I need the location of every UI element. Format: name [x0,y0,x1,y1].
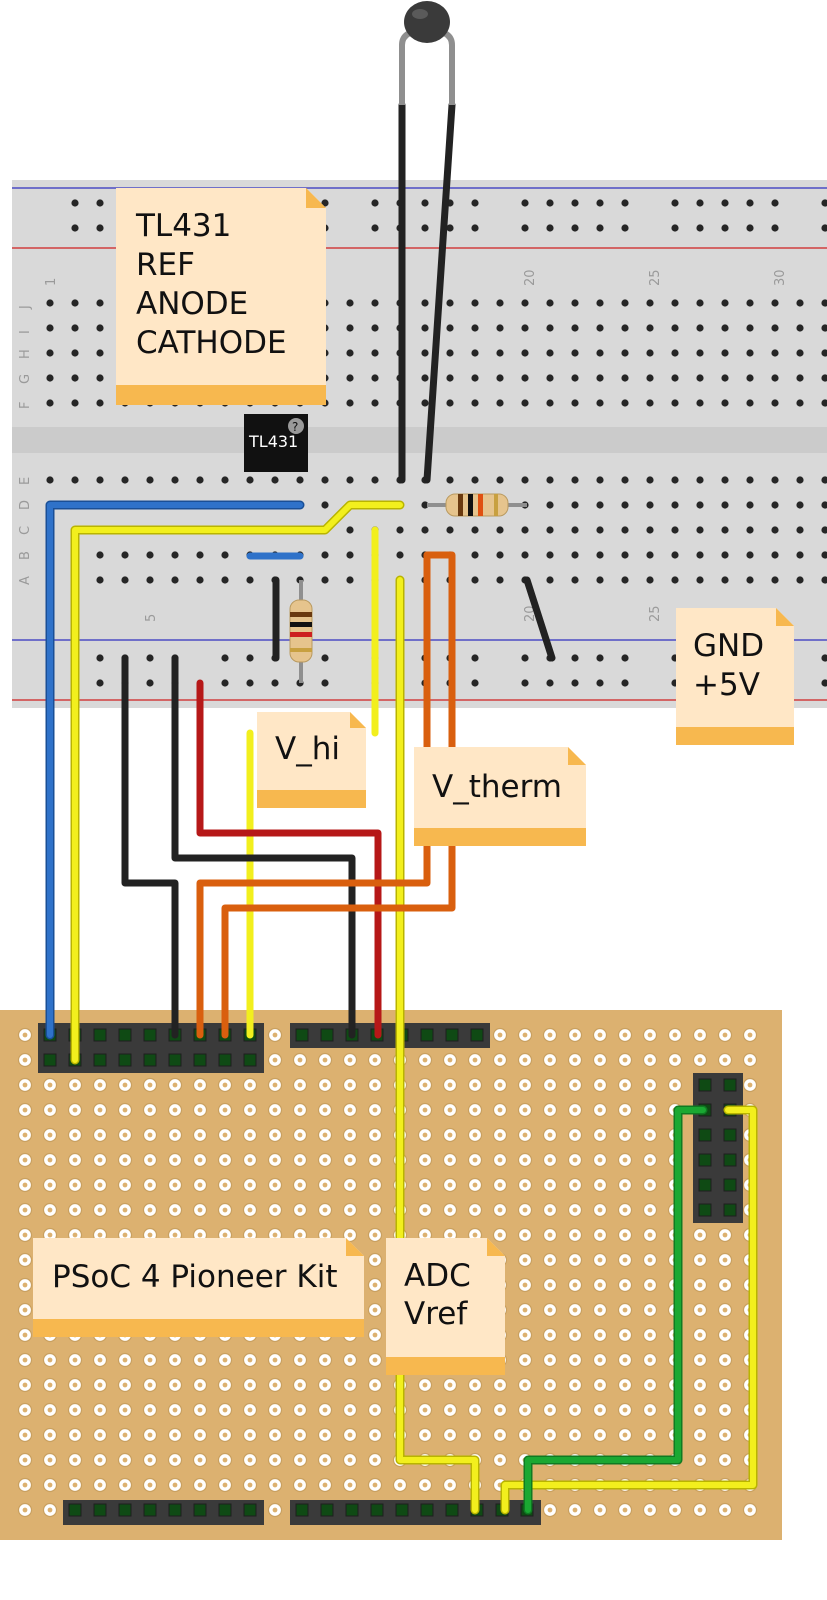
wire-orange-vtherm-1 [196,551,431,1039]
help-icon [288,418,304,434]
wire-black-gnd-2 [171,654,356,1039]
note-adc: ADC Vref [386,1238,505,1375]
row-letter-e: E [18,477,33,485]
thermistor-bead [404,1,450,43]
note-pinout-line-1: TL431 [135,208,231,244]
note-vhi-text: V_hi [275,731,340,767]
note-power-line-1: GND [693,628,764,664]
row-letter-g: G [18,374,33,384]
note-vhi: V_hi [257,712,366,808]
row-letter-a: A [18,576,33,585]
wire-yellow-vref-core [502,1107,756,1513]
row-letter-j: J [18,305,33,310]
row-letter-d: D [18,500,33,510]
note-vtherm-text: V_therm [432,769,562,805]
wire-orange-vtherm-2 [221,551,456,1039]
thermistor [399,1,455,105]
row-letter-f: F [18,402,33,409]
tl431-chip: TL431 ? [244,414,308,472]
row-letter-h: H [18,349,33,359]
column-number-20-top: 20 [523,269,538,286]
thermistor-lead-right [423,101,456,484]
header-bottom-left [63,1500,264,1525]
note-kit: PSoC 4 Pioneer Kit [33,1238,364,1337]
column-number-1: 1 [44,278,59,286]
column-number-25-top: 25 [648,269,663,286]
note-power-line-2: +5V [693,667,760,703]
column-number-30-top: 30 [773,269,788,286]
note-adc-line-1: ADC [404,1258,471,1294]
note-pinout-line-4: CATHODE [136,325,287,361]
wire-yellow-ref-core [72,502,403,1063]
wire-red-5v [196,679,382,1039]
wire-blue-cathode-core [47,502,303,1038]
wires [45,101,758,1515]
wire-yellow-adc-core [397,577,478,1513]
column-number-25-bottom: 25 [648,605,663,622]
row-letter-c: C [18,526,33,535]
note-pinout-line-2: REF [136,247,195,283]
row-letter-i: I [18,330,33,334]
breadboard-center-channel [12,427,827,453]
resistor-horizontal [427,493,527,517]
note-adc-line-2: Vref [404,1296,468,1332]
note-pinout: TL431 REF ANODE CATHODE [116,188,326,405]
tl431-label: TL431 [248,432,298,451]
resistor-vertical [289,580,313,683]
wire-black-gnd-1 [121,654,179,1039]
note-pinout-line-3: ANODE [136,286,248,322]
help-glyph: ? [292,420,298,434]
header-top-right [290,1023,490,1048]
header-side-right [693,1073,743,1223]
note-power: GND +5V [676,608,794,745]
row-letter-b: B [18,551,33,560]
wire-black-rail [523,576,556,662]
wire-green-ground-core [525,1107,706,1513]
column-number-5: 5 [144,614,159,622]
note-vtherm: V_therm [414,747,586,846]
note-kit-text: PSoC 4 Pioneer Kit [52,1259,338,1295]
